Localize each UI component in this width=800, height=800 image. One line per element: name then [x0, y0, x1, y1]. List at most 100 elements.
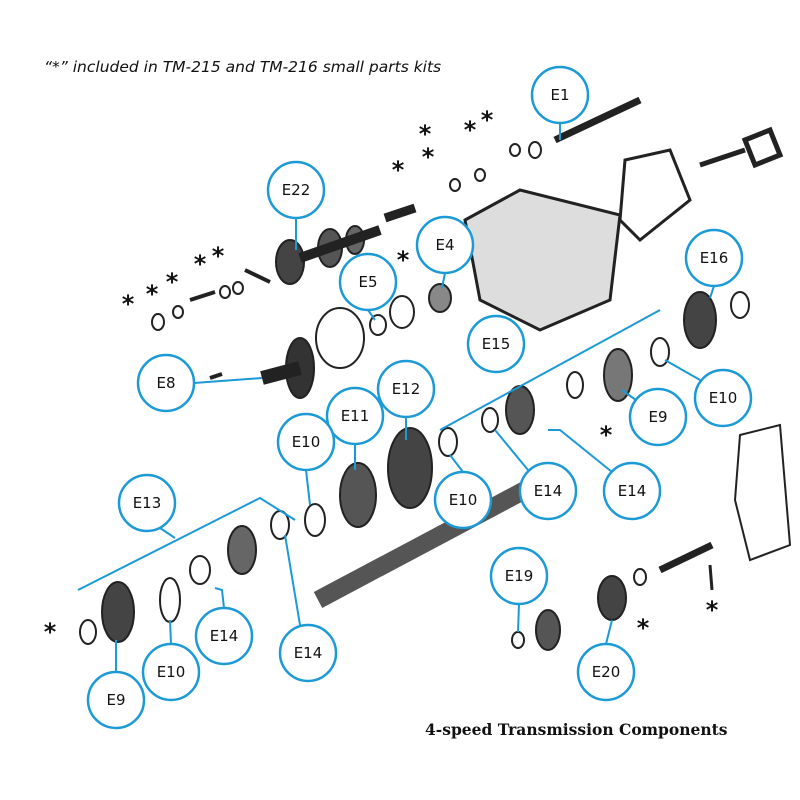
transmission-case-part [463, 188, 622, 332]
synchro-part [603, 348, 633, 402]
callout-label: E19 [505, 567, 534, 585]
callout-e1: E1 [530, 65, 590, 125]
callout-circle [194, 606, 254, 666]
callout-label: E5 [358, 273, 377, 291]
callout-label: E9 [648, 408, 667, 426]
callout-e5: E5 [338, 252, 398, 312]
cluster-gear-part [275, 225, 382, 285]
callout-e11: E11 [325, 386, 385, 446]
kit-star-marker: * [464, 116, 477, 144]
callout-label: E16 [700, 249, 729, 267]
callout-label: E14 [294, 644, 323, 662]
callout-e12: E12 [376, 359, 436, 419]
kit-star-marker: * [194, 250, 207, 278]
callout-label: E12 [392, 380, 421, 398]
callout-circle [278, 623, 338, 683]
callout-e19: E19 [489, 546, 549, 606]
kit-star-marker: * [600, 421, 613, 449]
callout-circle [576, 642, 636, 702]
callout-circle [518, 461, 578, 521]
callout-label: E15 [482, 335, 511, 353]
callout-e22: E22 [266, 160, 326, 220]
callout-circle [338, 252, 398, 312]
callout-e10: E10 [693, 368, 753, 428]
callout-e15: E15 [466, 314, 526, 374]
callout-circle [376, 359, 436, 419]
callout-label: E10 [709, 389, 738, 407]
callout-circle [117, 473, 177, 533]
callout-circle [266, 160, 326, 220]
reverse-gear-part [535, 609, 561, 651]
kit-star-marker: * [212, 242, 225, 270]
callout-label: E14 [618, 482, 647, 500]
callout-circle [433, 470, 493, 530]
callout-e10: E10 [433, 470, 493, 530]
callout-e9: E9 [628, 387, 688, 447]
kit-star-marker: * [637, 614, 650, 642]
callout-circle [276, 412, 336, 472]
callout-e14: E14 [602, 461, 662, 521]
reverse-shaft-part [658, 541, 714, 574]
callout-e14: E14 [194, 606, 254, 666]
gear-part [387, 427, 433, 509]
kit-star-marker: * [44, 618, 57, 646]
callout-circle [489, 546, 549, 606]
callout-label: E13 [133, 494, 162, 512]
callout-e14: E14 [278, 623, 338, 683]
callout-label: E9 [106, 691, 125, 709]
callout-e10: E10 [141, 642, 201, 702]
kit-star-marker: * [706, 596, 719, 624]
callout-label: E10 [449, 491, 478, 509]
callout-circle [530, 65, 590, 125]
diagram-title: 4-speed Transmission Components [425, 720, 728, 739]
callout-label: E22 [282, 181, 311, 199]
kit-star-marker: * [122, 290, 135, 318]
callout-label: E14 [210, 627, 239, 645]
callout-circle [684, 228, 744, 288]
kit-note: “*” included in TM-215 and TM-216 small … [44, 58, 442, 76]
gear-part [339, 462, 377, 528]
callout-circle [693, 368, 753, 428]
kit-star-marker: * [392, 156, 405, 184]
callout-circle [415, 215, 475, 275]
input-shaft-part [699, 126, 784, 169]
leader-lines [77, 123, 715, 672]
callout-circle [325, 386, 385, 446]
kit-star-marker: * [419, 120, 432, 148]
callout-e10: E10 [276, 412, 336, 472]
kit-star-marker: * [146, 280, 159, 308]
reverse-gear-part [597, 575, 627, 621]
callout-label: E20 [592, 663, 621, 681]
gasket-part [618, 148, 692, 243]
gasket-part-2 [733, 423, 792, 562]
gear-part [683, 291, 717, 349]
shaft-part [553, 96, 642, 144]
callout-label: E10 [157, 663, 186, 681]
callout-label: E11 [341, 407, 370, 425]
kit-star-marker: * [397, 246, 410, 274]
callout-label: E8 [156, 374, 175, 392]
kit-star-marker: * [481, 106, 494, 134]
gear-part [505, 385, 535, 435]
callout-label: E4 [435, 236, 454, 254]
callout-circle [86, 670, 146, 730]
gear-part [227, 525, 257, 575]
callout-label: E1 [550, 86, 569, 104]
main-drive-gear-part [209, 337, 315, 399]
pin-part [383, 203, 417, 223]
callout-e4: E4 [415, 215, 475, 275]
callout-label: E14 [534, 482, 563, 500]
callout-e13: E13 [117, 473, 177, 533]
synchro-part [101, 581, 135, 643]
callout-e20: E20 [576, 642, 636, 702]
callout-e14: E14 [518, 461, 578, 521]
kit-star-marker: * [166, 268, 179, 296]
kit-star-marker: * [422, 143, 435, 171]
callout-circle [628, 387, 688, 447]
callout-circle [466, 314, 526, 374]
pin-part [708, 564, 714, 591]
callout-e9: E9 [86, 670, 146, 730]
callout-e16: E16 [684, 228, 744, 288]
